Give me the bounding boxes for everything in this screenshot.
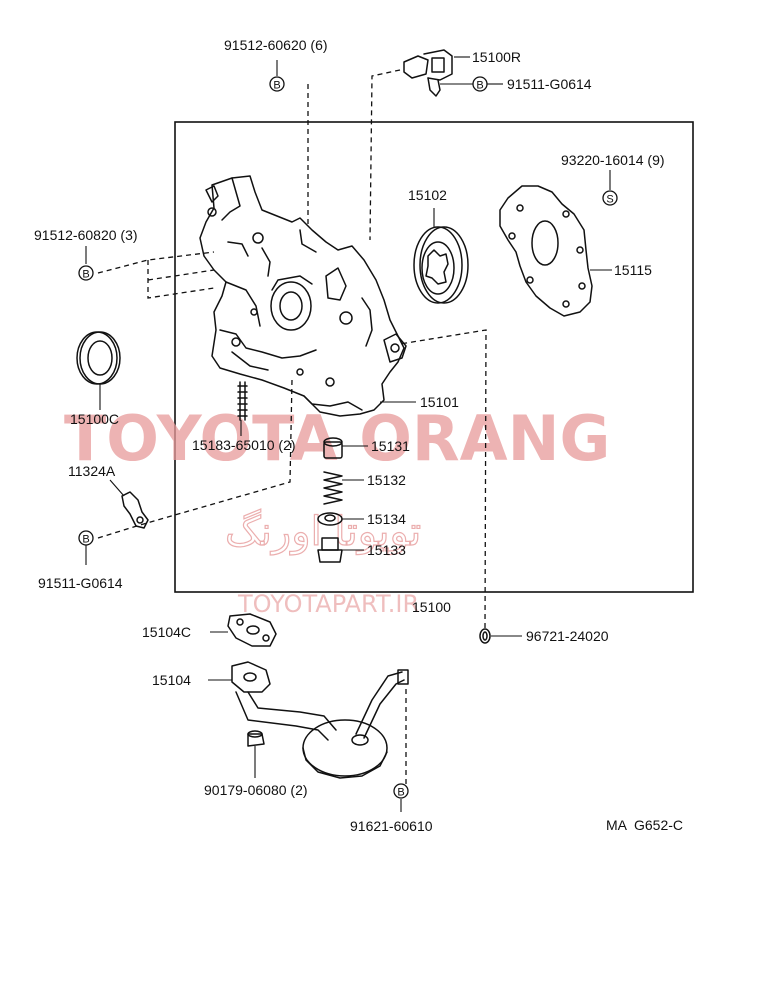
marker-bolt-bracket: B <box>78 530 94 546</box>
marker-screw-cover: S <box>602 190 618 206</box>
label-nut: 90179-06080 (2) <box>204 782 308 798</box>
stud-bolt <box>237 381 248 421</box>
label-bracket: 11324A <box>68 463 116 479</box>
label-assembly: 15100 <box>412 599 451 615</box>
label-stud: 15183-65010 (2) <box>192 437 296 453</box>
label-valve: 15131 <box>371 438 410 454</box>
label-pump-body: 15101 <box>420 394 459 410</box>
strainer-nut <box>247 730 265 747</box>
label-bolt-left: 91512-60820 (3) <box>34 227 138 243</box>
svg-text:B: B <box>273 80 280 92</box>
label-bolt-top: 91512-60620 (6) <box>224 37 328 53</box>
label-cover: 15115 <box>614 262 652 278</box>
crank-position-sensor <box>403 49 453 97</box>
oil-pump-body <box>199 175 407 417</box>
label-rotor: 15102 <box>408 187 447 203</box>
svg-text:B: B <box>397 787 404 799</box>
oil-seal <box>76 331 121 385</box>
strainer-gasket <box>227 613 277 647</box>
watermark-persian: تویوتا اورنگ <box>225 509 421 555</box>
dash-bolt-bracket <box>97 379 293 539</box>
watermark-site: TOYOTAPART.IR <box>237 590 419 618</box>
svg-text:B: B <box>82 269 89 281</box>
dash-bolt-left <box>97 251 215 299</box>
svg-text:S: S <box>606 194 613 206</box>
label-bolt-bracket: 91511-G0614 <box>38 575 123 591</box>
label-spring: 15132 <box>367 472 406 488</box>
label-retainer: 15134 <box>367 511 406 527</box>
label-oil-seal: 15100C <box>70 411 119 427</box>
dash-sensor <box>369 69 401 241</box>
pump-rotor-set <box>413 226 469 304</box>
label-sensor: 15100R <box>472 49 521 65</box>
pump-cover-plate <box>499 185 593 317</box>
marker-bolt-top: B <box>269 76 285 92</box>
label-bolt-bottom: 91621-60610 <box>350 818 433 834</box>
svg-text:B: B <box>476 80 483 92</box>
label-oring: 96721-24020 <box>526 628 609 644</box>
relief-valve <box>323 437 343 459</box>
marker-bolt-bottom: B <box>393 783 409 799</box>
label-strainer: 15104 <box>152 672 191 688</box>
label-bolt-sensor: 91511-G0614 <box>507 76 592 92</box>
label-screw-cover: 93220-16014 (9) <box>561 152 665 168</box>
bracket <box>121 491 149 529</box>
relief-plug <box>317 537 343 563</box>
assembly-frame <box>174 121 694 593</box>
label-gasket: 15104C <box>142 624 191 640</box>
label-plug: 15133 <box>367 542 406 558</box>
oil-strainer <box>231 661 409 779</box>
marker-bolt-left: B <box>78 265 94 281</box>
svg-text:B: B <box>82 534 89 546</box>
relief-spring <box>323 471 343 505</box>
o-ring <box>479 628 491 644</box>
diagram-code: MA G652-C <box>606 817 683 833</box>
dash-oring <box>399 329 487 629</box>
marker-bolt-sensor: B <box>472 76 488 92</box>
